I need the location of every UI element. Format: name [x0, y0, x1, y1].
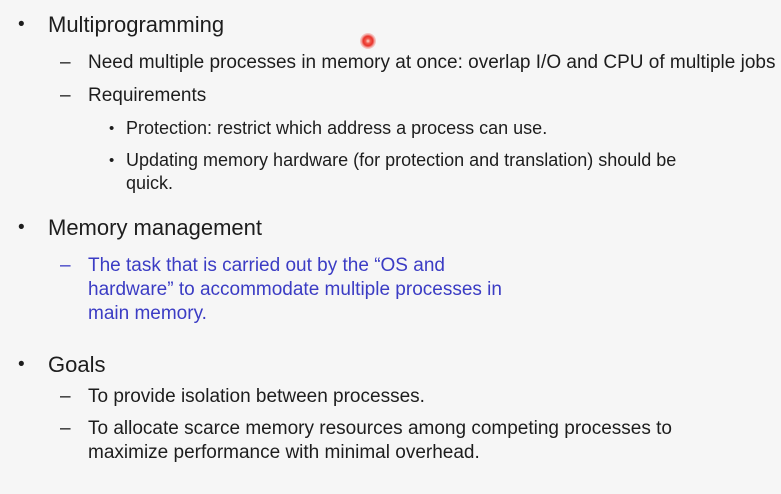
dash-icon: – [60, 386, 71, 407]
bullet-icon: • [109, 120, 115, 137]
bullet-text: Need multiple processes in memory at onc… [88, 52, 776, 73]
bullet-item-updating-memory-hardware: • Updating memory hardware (for protecti… [0, 149, 781, 195]
dash-icon: – [60, 418, 71, 439]
bullet-text: Protection: restrict which address a pro… [126, 118, 548, 138]
dash-icon: – [60, 255, 71, 276]
bullet-item-multiprogramming: • Multiprogramming [0, 11, 781, 39]
section-title: Multiprogramming [48, 12, 225, 37]
bullet-item-goals: • Goals [0, 351, 781, 379]
bullet-text: To provide isolation between processes. [88, 386, 425, 407]
bullet-text: Updating memory hardware (for protection… [126, 150, 677, 193]
section-title: Goals [48, 352, 106, 377]
bullet-item-allocate-scarce-memory: – To allocate scarce memory resources am… [0, 417, 781, 465]
bullet-item-memory-management: • Memory management [0, 214, 781, 242]
bullet-item-requirements: – Requirements [0, 84, 781, 108]
dash-icon: – [60, 85, 71, 106]
bullet-icon: • [18, 217, 25, 238]
bullet-icon: • [18, 354, 25, 375]
bullet-text: To allocate scarce memory resources amon… [88, 418, 672, 463]
bullet-text: Requirements [88, 85, 207, 106]
bullet-icon: • [109, 152, 115, 169]
bullet-icon: • [18, 14, 25, 35]
bullet-item-memory-management-definition: – The task that is carried out by the “O… [0, 254, 781, 326]
dash-icon: – [60, 52, 71, 73]
bullet-item-provide-isolation: – To provide isolation between processes… [0, 385, 781, 409]
bullet-item-need-multiple-processes: – Need multiple processes in memory at o… [0, 51, 781, 75]
bullet-text: The task that is carried out by the “OS … [88, 255, 502, 324]
section-title: Memory management [48, 215, 262, 240]
bullet-item-protection: • Protection: restrict which address a p… [0, 117, 781, 140]
